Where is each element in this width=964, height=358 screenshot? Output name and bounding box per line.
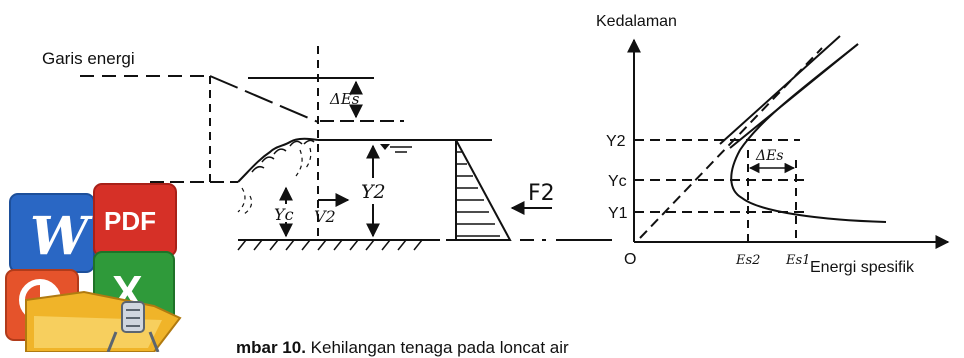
energy-axis-title: Energi spesifik [810,259,915,276]
specific-energy-chart [627,35,950,249]
office-converter-app-icon[interactable]: W PDF X [4,182,184,352]
asymptote-line [639,47,823,239]
depth-axis-title: Kedalaman [596,13,677,30]
zipper-icon [106,301,160,352]
v2-label: V2 [314,207,336,226]
specific-energy-curve [730,43,887,223]
y1-tick: Y1 [608,205,628,222]
yc-label-left: Yc [274,205,294,224]
origin-label: O [624,251,636,268]
es1-tick: Es1 [785,253,810,268]
hydraulic-jump-profile [80,46,612,251]
y2-label-left: Y2 [361,181,386,203]
energy-line-label: Garis energi [42,49,135,68]
delta-es-label-right: ΔEs [755,148,784,164]
jump-roller [237,137,319,183]
word-letter: W [30,206,93,267]
pressure-distribution [455,139,512,241]
es2-tick: Es2 [735,253,760,268]
energy-line-slope [209,75,319,123]
caption-text: Kehilangan tenaga pada loncat air [305,338,569,357]
delta-es-label-left: ΔEs [329,90,360,108]
pdf-text: PDF [104,206,156,236]
force-label: F2 [528,181,555,206]
figure-caption: mbar 10. Kehilangan tenaga pada loncat a… [236,338,569,358]
caption-figure-number: mbar 10. [236,338,306,357]
y2-tick: Y2 [606,133,626,150]
yc-tick: Yc [608,173,627,190]
